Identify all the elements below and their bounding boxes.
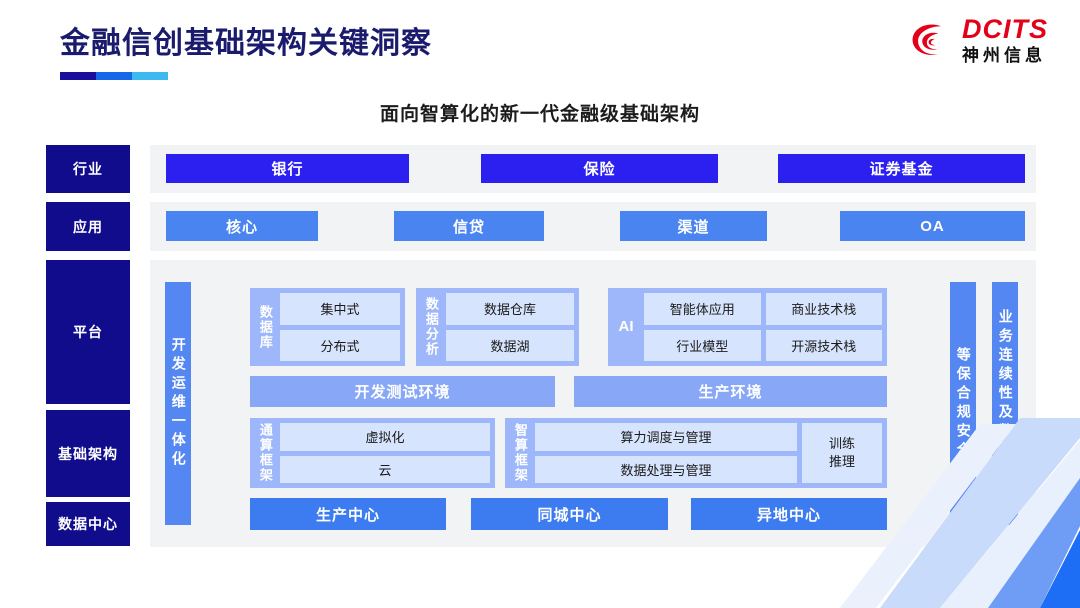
cell-compute-scheduling[interactable]: 算力调度与管理	[535, 423, 797, 451]
group-intelligent-compute[interactable]: 智算框架 算力调度与管理 数据处理与管理 训练 推理	[505, 418, 887, 488]
page-header: 金融信创基础架构关键洞察	[60, 18, 432, 80]
group-general-compute[interactable]: 通算框架 虚拟化 云	[250, 418, 495, 488]
logo-text-en: DCITS	[962, 14, 1048, 44]
application-chip-channel[interactable]: 渠道	[620, 211, 767, 241]
rule-segment-2	[96, 72, 132, 80]
cell-centralized[interactable]: 集中式	[280, 293, 400, 325]
dc-bar-production[interactable]: 生产中心	[250, 498, 446, 530]
cell-commercial-stack[interactable]: 商业技术栈	[765, 293, 882, 325]
dcits-swirl-icon	[908, 17, 954, 63]
layer-label-platform: 平台	[46, 260, 130, 404]
industry-chip-insurance[interactable]: 保险	[481, 154, 718, 183]
group-tag-database: 数据库	[257, 304, 273, 350]
group-tag-general-compute: 通算框架	[257, 423, 273, 483]
platform-band: 开发运维一体化 等保合规安全 业务连续性及数据保护 数据库 集中式 分布式 数据…	[150, 260, 1036, 547]
group-database[interactable]: 数据库 集中式 分布式	[250, 288, 405, 366]
cell-virtualization[interactable]: 虚拟化	[280, 423, 490, 451]
group-data-analysis[interactable]: 数据分析 数据仓库 数据湖	[416, 288, 579, 366]
dc-bar-remote[interactable]: 异地中心	[691, 498, 887, 530]
company-logo: DCITS 神州信息	[908, 16, 1048, 64]
rule-segment-3	[132, 72, 168, 80]
rule-segment-1	[60, 72, 96, 80]
layer-label-datacenter: 数据中心	[46, 502, 130, 546]
cell-train-infer-line1: 训练	[828, 436, 855, 452]
application-chip-oa[interactable]: OA	[840, 211, 1025, 241]
dc-bar-metro[interactable]: 同城中心	[471, 498, 668, 530]
layer-label-column: 行业 应用 平台 基础架构 数据中心	[46, 142, 130, 562]
industry-chip-bank[interactable]: 银行	[166, 154, 409, 183]
cell-data-lake[interactable]: 数据湖	[446, 329, 574, 361]
vertical-bar-security[interactable]: 等保合规安全	[950, 282, 976, 525]
env-bar-production[interactable]: 生产环境	[574, 376, 887, 407]
page-title: 金融信创基础架构关键洞察	[60, 27, 432, 60]
vertical-bar-continuity[interactable]: 业务连续性及数据保护	[992, 282, 1018, 525]
group-tag-intelligent-compute: 智算框架	[512, 423, 528, 483]
cell-agent-application[interactable]: 智能体应用	[644, 293, 761, 325]
layer-label-industry: 行业	[46, 145, 130, 193]
cell-distributed[interactable]: 分布式	[280, 329, 400, 361]
industry-chip-securities[interactable]: 证券基金	[778, 154, 1025, 183]
title-underline-rule	[60, 72, 168, 80]
cell-industry-model[interactable]: 行业模型	[644, 329, 761, 361]
cell-cloud[interactable]: 云	[280, 455, 490, 483]
industry-band: 银行 保险 证券基金	[150, 145, 1036, 193]
layer-label-infrastructure: 基础架构	[46, 410, 130, 497]
page-subtitle: 面向智算化的新一代金融级基础架构	[379, 104, 700, 125]
application-chip-credit[interactable]: 信贷	[394, 211, 544, 241]
group-tag-ai: AI	[618, 318, 634, 336]
logo-text-cn: 神州信息	[962, 46, 1046, 65]
group-ai[interactable]: AI 智能体应用 商业技术栈 行业模型 开源技术栈	[608, 288, 887, 366]
group-tag-data-analysis: 数据分析	[423, 297, 439, 357]
layer-label-application: 应用	[46, 202, 130, 251]
diagram-content: 银行 保险 证券基金 核心 信贷 渠道 OA 开发运维一体化 等保合规安全 业务…	[150, 142, 1036, 562]
architecture-diagram: 行业 应用 平台 基础架构 数据中心 银行 保险 证券基金 核心 信贷 渠道 O…	[46, 142, 1036, 562]
cell-data-processing[interactable]: 数据处理与管理	[535, 455, 797, 483]
cell-train-infer-line2: 推理	[828, 454, 855, 469]
application-chip-core[interactable]: 核心	[166, 211, 318, 241]
cell-opensource-stack[interactable]: 开源技术栈	[765, 329, 882, 361]
application-band: 核心 信贷 渠道 OA	[150, 202, 1036, 251]
vertical-bar-devops[interactable]: 开发运维一体化	[165, 282, 191, 525]
cell-train-infer[interactable]: 训练 推理	[802, 423, 882, 483]
cell-data-warehouse[interactable]: 数据仓库	[446, 293, 574, 325]
env-bar-dev-test[interactable]: 开发测试环境	[250, 376, 555, 407]
